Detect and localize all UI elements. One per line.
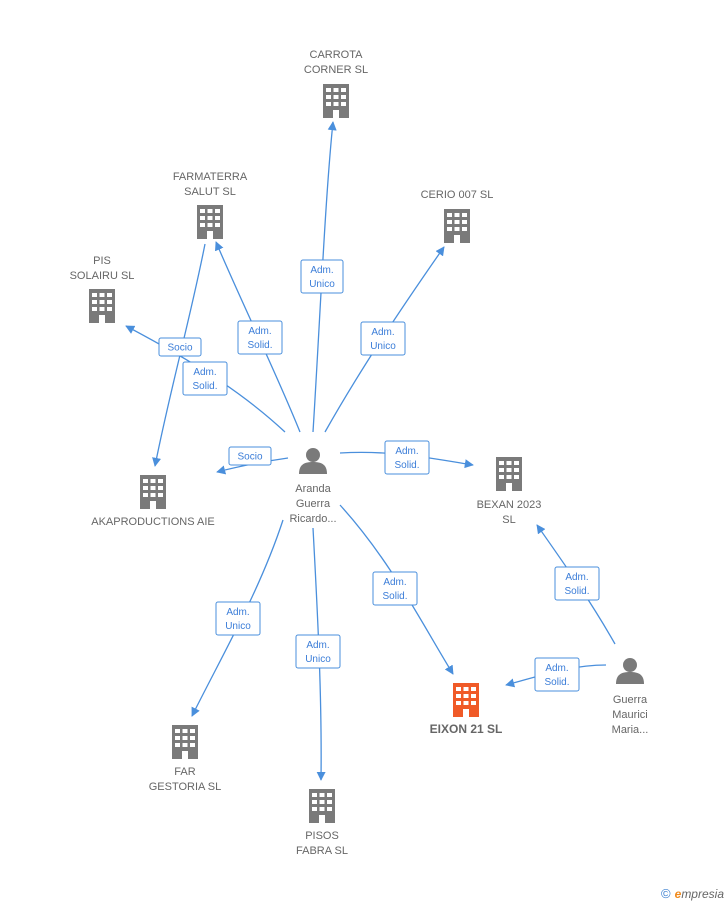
node-label: GESTORIA SL [149,781,222,793]
building-icon [444,209,470,243]
node-label: Guerra [613,694,648,706]
node-label: Maurici [612,709,647,721]
edge-label-aranda-carrota[interactable]: Adm. Unico [300,259,344,294]
edge-label-text: Adm. [193,367,216,378]
node-far[interactable]: FAR GESTORIA SL [149,725,222,793]
building-icon [197,205,223,239]
edge-label-box [158,337,202,357]
footer-brand[interactable]: ©empresia [661,886,724,901]
edge-label-text: Solid. [564,586,589,597]
edge-label-guerra-eixon[interactable]: Adm. Solid. [534,657,580,692]
node-label: Ricardo... [289,513,336,525]
node-label: CARROTA [310,49,364,61]
copyright-icon: © [661,886,671,901]
edge-label-text: Adm. [310,265,333,276]
node-guerra[interactable]: GuerraMauriciMaria... [612,658,649,736]
edge-label-text: Adm. [248,326,271,337]
edge-label-aranda-farmaterra[interactable]: Adm. Solid. [237,320,283,355]
node-pisos[interactable]: PISOS FABRA SL [296,789,348,857]
edge-label-text: Solid. [382,591,407,602]
edge-label-box [300,259,344,294]
edge-label-box [534,657,580,692]
node-aranda[interactable]: ArandaGuerraRicardo... [289,448,337,525]
node-eixon[interactable]: EIXON 21 SL [430,683,503,736]
node-label: PIS [93,255,111,267]
edge-label-text: Unico [309,279,335,290]
edge-label-text: Adm. [545,663,568,674]
edge-label-box [182,361,228,396]
edge-label-farmaterra-akaproductions[interactable]: Socio [158,337,202,357]
node-pis[interactable]: PIS SOLAIRU SL [70,255,135,323]
building-icon [309,789,335,823]
edge-label-text: Unico [370,341,396,352]
node-label: SL [502,514,515,526]
node-label: Aranda [295,483,331,495]
edge-label-aranda-akaproductions[interactable]: Socio [228,446,272,466]
edge-label-aranda-eixon[interactable]: Adm. Solid. [372,571,418,606]
edge-label-box [295,634,341,669]
nodes-layer: CARROTA CORNER SL FARMATERRA SALUT SL CERIO … [70,49,649,857]
building-icon [172,725,198,759]
node-label: FARMATERRA [173,171,248,183]
node-label: SALUT SL [184,186,236,198]
node-cerio[interactable]: CERIO 007 SL [421,189,494,243]
edge-label-text: Adm. [226,607,249,618]
node-akaproductions[interactable]: AKAPRODUCTIONS AIE [91,475,215,528]
edge-label-aranda-pis[interactable]: Adm. Solid. [182,361,228,396]
edge-label-box [360,321,406,356]
edge-label-text: Unico [225,621,251,632]
brand-name: mpresia [681,887,724,901]
building-icon [453,683,479,717]
node-label: CORNER SL [304,64,368,76]
edge-label-box [215,601,261,636]
edge-label-box [384,440,430,475]
building-icon [89,289,115,323]
edge-label-text: Adm. [371,327,394,338]
node-label: PISOS [305,830,339,842]
brand-initial: e [674,887,682,901]
person-icon [616,658,644,684]
edge-label-aranda-pisos[interactable]: Adm. Unico [295,634,341,669]
edge-label-aranda-cerio[interactable]: Adm. Unico [360,321,406,356]
node-label: BEXAN 2023 [477,499,542,511]
node-carrota[interactable]: CARROTA CORNER SL [304,49,368,118]
node-label: EIXON 21 SL [430,722,503,736]
edge-label-text: Adm. [395,446,418,457]
node-label: FAR [174,766,195,778]
edge-label-text: Adm. [565,572,588,583]
edge-label-text: Adm. [306,640,329,651]
edge-labels-layer: Adm.UnicoAdm.Solid.Adm.UnicoAdm.Solid.So… [158,259,600,692]
edge-label-text: Solid. [192,381,217,392]
edge-label-text: Solid. [247,340,272,351]
edge-label-text: Unico [305,654,331,665]
node-label: Guerra [296,498,331,510]
node-label: SOLAIRU SL [70,270,135,282]
node-label: Maria... [612,724,649,736]
edge-label-box [372,571,418,606]
node-farmaterra[interactable]: FARMATERRA SALUT SL [173,171,248,239]
edge-label-text: Socio [167,343,192,354]
building-icon [323,84,349,118]
edge-label-aranda-bexan[interactable]: Adm. Solid. [384,440,430,475]
edge-label-box [554,566,600,601]
edge-label-box [237,320,283,355]
edge-label-text: Socio [237,452,262,463]
edge-label-text: Adm. [383,577,406,588]
node-label: AKAPRODUCTIONS AIE [91,516,214,528]
node-label: FABRA SL [296,845,348,857]
edge-label-text: Solid. [544,677,569,688]
edge-label-aranda-far[interactable]: Adm. Unico [215,601,261,636]
edge-label-box [228,446,272,466]
building-icon [496,457,522,491]
edge-label-guerra-bexan[interactable]: Adm. Solid. [554,566,600,601]
node-label: CERIO 007 SL [421,189,494,201]
building-icon [140,475,166,509]
edge-label-text: Solid. [394,460,419,471]
person-icon [299,448,327,474]
